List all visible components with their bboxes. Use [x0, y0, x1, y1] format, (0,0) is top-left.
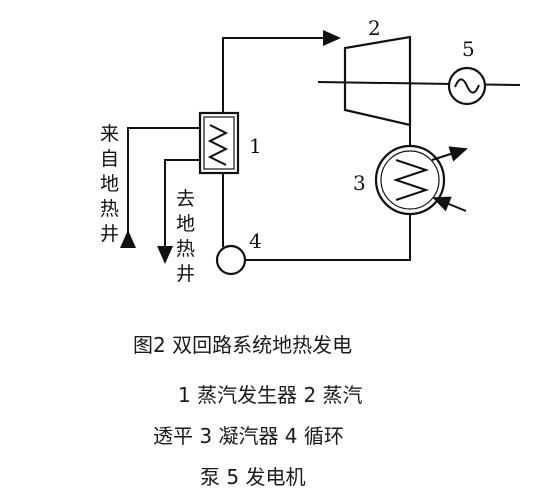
caption-line-3: 透平 3 凝汽器 4 循环	[153, 424, 344, 448]
generator	[447, 66, 487, 106]
shaft	[317, 81, 521, 86]
label-turbine-number: 2	[368, 16, 381, 40]
label-pump-number: 4	[249, 229, 262, 253]
condenser-coil-icon	[392, 159, 430, 201]
inlet-char: 地	[100, 173, 119, 195]
inlet-char: 来	[100, 123, 119, 145]
caption-line-2: 1 蒸汽发生器 2 蒸汽	[178, 383, 363, 407]
outlet-char: 去	[176, 188, 195, 210]
inlet-char: 自	[100, 148, 119, 170]
outlet-label: 去 地 热 井	[176, 188, 195, 285]
cooling-water-arrows	[431, 146, 468, 212]
caption-line-4: 泵 5 发电机	[200, 465, 305, 489]
geothermal-inlet-line	[120, 127, 205, 248]
label-steam-generator-number: 1	[249, 134, 262, 158]
turbine	[343, 35, 412, 127]
steam-generator	[198, 111, 240, 175]
outlet-char: 热	[176, 238, 195, 260]
label-generator-number: 5	[462, 37, 475, 61]
heat-exchange-coil-icon	[207, 124, 229, 166]
caption-title: 图2 双回路系统地热发电	[133, 333, 352, 357]
inlet-char: 热	[100, 198, 119, 220]
figure-caption: 图2 双回路系统地热发电 1 蒸汽发生器 2 蒸汽 透平 3 凝汽器 4 循环 …	[133, 333, 363, 489]
inlet-label: 来 自 地 热 井	[100, 123, 119, 245]
outlet-char: 地	[176, 213, 195, 235]
geothermal-outlet-line	[157, 159, 205, 264]
ac-sine-icon	[454, 78, 480, 94]
inlet-char: 井	[100, 223, 119, 245]
condensate-line	[222, 173, 411, 261]
label-condenser-number: 3	[353, 171, 366, 195]
circulation-pump	[215, 244, 247, 276]
outlet-char: 井	[176, 263, 195, 285]
steam-line	[222, 30, 341, 113]
condenser	[374, 144, 446, 216]
